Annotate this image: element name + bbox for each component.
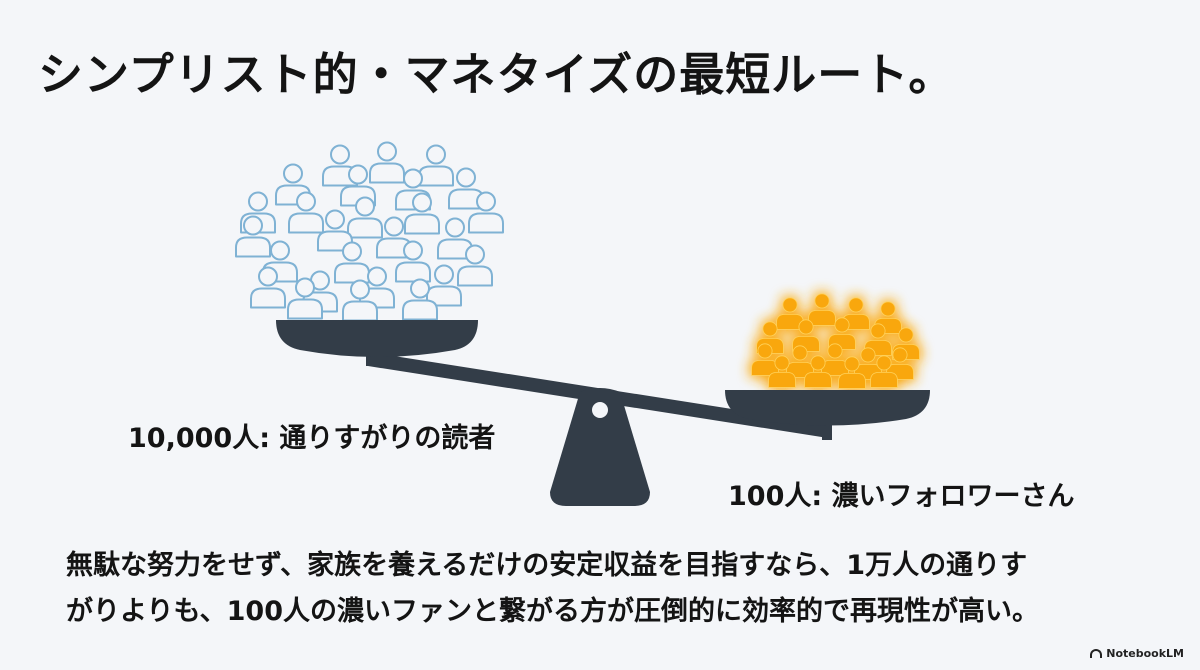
summary-text: 無駄な努力をせず、家族を養えるだけの安定収益を目指すなら、1万人の通りす がりよ… bbox=[66, 543, 1166, 635]
left-scale-pan bbox=[276, 320, 478, 357]
right-pan-label: 100人: 濃いフォロワーさん bbox=[728, 481, 1075, 512]
person-outline-icon bbox=[426, 264, 462, 307]
page-title: シンプリスト的・マネタイズの最短ルート。 bbox=[38, 48, 955, 101]
person-filled-icon bbox=[808, 293, 836, 326]
brand-mark: NotebookLM bbox=[1090, 647, 1184, 660]
golden-crowd bbox=[751, 293, 920, 389]
person-outline-icon bbox=[418, 144, 454, 187]
left-pan-label: 10,000人: 通りすがりの読者 bbox=[128, 423, 496, 454]
person-outline-icon bbox=[369, 141, 405, 184]
brand-name: NotebookLM bbox=[1106, 647, 1184, 660]
outline-crowd bbox=[235, 141, 504, 322]
notebooklm-logo-icon bbox=[1090, 649, 1103, 658]
summary-line-2: がりよりも、100人の濃いファンと繋がる方が圧倒的に効率的で再現性が高い。 bbox=[66, 596, 1040, 627]
summary-line-1: 無駄な努力をせず、家族を養えるだけの安定収益を目指すなら、1万人の通りす bbox=[66, 550, 1028, 581]
right-scale-pan bbox=[725, 390, 930, 426]
fulcrum-pivot bbox=[592, 402, 608, 418]
scale-fulcrum bbox=[550, 388, 650, 506]
